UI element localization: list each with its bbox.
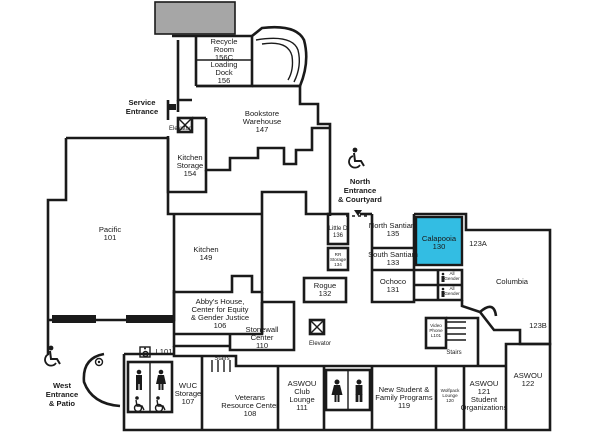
pacific-walls (46, 136, 176, 354)
accessible-icon (348, 147, 365, 169)
room-123b-label: 123B (529, 321, 547, 330)
bookstore-inner-walls (204, 118, 330, 172)
all-gender-walls (414, 268, 464, 302)
accessible-icon (44, 345, 61, 367)
south-wing-walls (122, 342, 552, 432)
pacific-partition-left (52, 315, 96, 323)
bookstore-warehouse-walls (196, 84, 332, 216)
calapooia-room[interactable] (414, 215, 464, 267)
accessible-icon (154, 396, 166, 413)
stairs-right-label: Stairs (446, 350, 461, 356)
room-123a-label: 123A (469, 239, 488, 248)
arrow-right-icon (168, 104, 176, 110)
accessible-icon (133, 396, 145, 413)
restroom-men-icon (355, 379, 363, 402)
roof-block (154, 1, 236, 35)
loading-area (172, 25, 308, 102)
video-phone-room (424, 316, 448, 350)
rogue-room (302, 276, 348, 304)
santiam-ochoco-walls (370, 214, 416, 304)
pacific-partition-right (126, 315, 174, 323)
restroom-women-icon (156, 369, 166, 390)
elevator-mid-box (308, 318, 326, 336)
kitchen-walls (172, 190, 330, 294)
stairs-right-icon (446, 321, 466, 341)
restroom-women-icon (331, 379, 343, 402)
elevator-top-label: Elevator (169, 126, 191, 132)
accessible-icon (142, 347, 149, 358)
elevator-mid-label: Elevator (309, 341, 331, 347)
little-d-room (326, 212, 350, 246)
restroom-men-icon (136, 369, 142, 390)
service-corridor (166, 100, 208, 194)
stairs-top-label: Stairs (214, 356, 229, 362)
west-entrance-door (82, 352, 121, 408)
restroom-all-gender-icon (441, 287, 445, 297)
columbia-label: Columbia (496, 277, 529, 286)
stairs-icon (211, 360, 231, 372)
elevator-top-box (176, 116, 194, 134)
l101-label: L101 (156, 347, 173, 356)
restroom-block (126, 360, 174, 414)
rr-storage-room (326, 246, 350, 272)
abbys-house-label: Abby's House,Center for Equity& Gender J… (191, 297, 249, 330)
arrow-down-icon (354, 210, 362, 216)
restroom-all-gender-icon (441, 272, 445, 282)
columbia-curve (479, 305, 498, 317)
